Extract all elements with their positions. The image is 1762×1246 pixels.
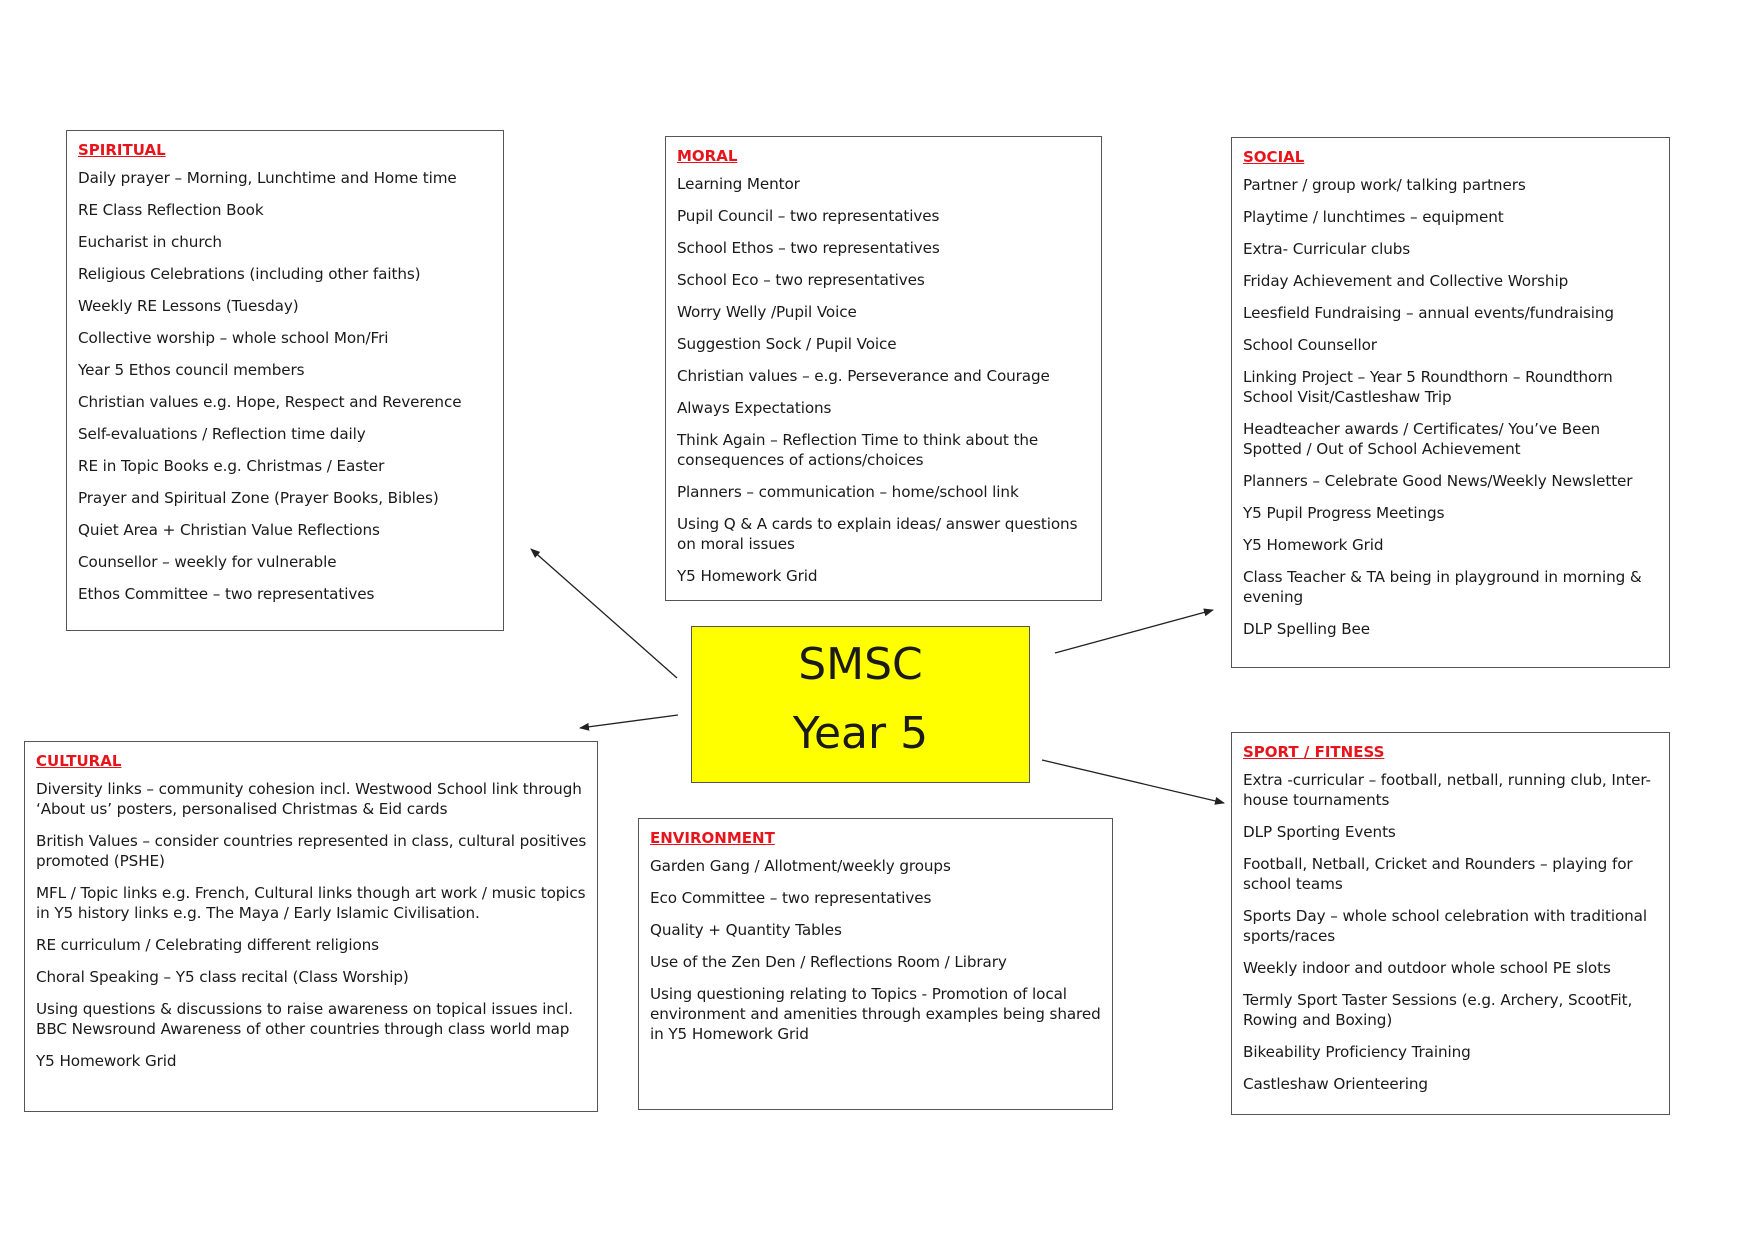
list-item: Self-evaluations / Reflection time daily [78,425,366,443]
arrow-to-sport [1041,759,1225,805]
list-item: MFL / Topic links e.g. French, Cultural … [36,884,586,922]
list-item: School Eco – two representatives [677,271,925,289]
list-item: Playtime / lunchtimes – equipment [1243,208,1504,226]
list-item: Headteacher awards / Certificates/ You’v… [1243,420,1601,458]
arrow-to-social [1054,608,1214,654]
list-item: Using questions & discussions to raise a… [36,1000,574,1038]
list-item: British Values – consider countries repr… [36,832,587,870]
list-item: Learning Mentor [677,175,800,193]
cultural-box: CULTURAL Diversity links – community coh… [24,741,598,1112]
list-item: Class Teacher & TA being in playground i… [1243,568,1642,606]
list-item: Prayer and Spiritual Zone (Prayer Books,… [78,489,439,507]
social-title: SOCIAL [1243,148,1305,166]
list-item: Sports Day – whole school celebration wi… [1243,907,1648,945]
list-item: Castleshaw Orienteering [1243,1075,1428,1093]
list-item: Use of the Zen Den / Reflections Room / … [650,953,1007,971]
list-item: Christian values e.g. Hope, Respect and … [78,393,462,411]
list-item: Leesfield Fundraising – annual events/fu… [1243,304,1614,322]
list-item: Suggestion Sock / Pupil Voice [677,335,897,353]
centre-node: SMSC Year 5 [691,626,1030,783]
centre-subtitle: Year 5 [792,708,929,759]
sport-title: SPORT / FITNESS [1243,743,1385,761]
list-item: School Ethos – two representatives [677,239,940,257]
list-item: Christian values – e.g. Perseverance and… [677,367,1050,385]
list-item: Choral Speaking – Y5 class recital (Clas… [36,968,409,986]
list-item: Collective worship – whole school Mon/Fr… [78,329,389,347]
list-item: Using Q & A cards to explain ideas/ answ… [677,515,1078,553]
list-item: Using questioning relating to Topics - P… [650,985,1101,1043]
list-item: Diversity links – community cohesion inc… [36,780,582,818]
environment-box: ENVIRONMENT Garden Gang / Allotment/week… [638,818,1113,1110]
list-item: Linking Project – Year 5 Roundthorn – Ro… [1243,368,1613,406]
list-item: Year 5 Ethos council members [78,361,305,379]
list-item: Extra- Curricular clubs [1243,240,1411,258]
arrow-to-cultural [579,714,679,731]
cultural-title: CULTURAL [36,752,122,770]
list-item: Garden Gang / Allotment/weekly groups [650,857,951,875]
list-item: Quality + Quantity Tables [650,921,842,939]
list-item: Planners – Celebrate Good News/Weekly Ne… [1243,472,1633,490]
list-item: Eco Committee – two representatives [650,889,932,907]
list-item: Y5 Homework Grid [36,1052,177,1070]
list-item: DLP Sporting Events [1243,823,1396,841]
list-item: Weekly indoor and outdoor whole school P… [1243,959,1611,977]
list-item: Friday Achievement and Collective Worshi… [1243,272,1569,290]
spiritual-list: Daily prayer – Morning, Lunchtime and Ho… [78,168,493,604]
list-item: Partner / group work/ talking partners [1243,176,1526,194]
spiritual-box: SPIRITUAL Daily prayer – Morning, Luncht… [66,130,504,631]
list-item: Planners – communication – home/school l… [677,483,1019,501]
spiritual-title: SPIRITUAL [78,141,166,159]
list-item: RE in Topic Books e.g. Christmas / Easte… [78,457,385,475]
sport-box: SPORT / FITNESS Extra -curricular – foot… [1231,732,1670,1115]
list-item: Ethos Committee – two representatives [78,585,375,603]
list-item: School Counsellor [1243,336,1377,354]
list-item: Eucharist in church [78,233,222,251]
list-item: RE Class Reflection Book [78,201,264,219]
list-item: Quiet Area + Christian Value Reflections [78,521,380,539]
list-item: Always Expectations [677,399,832,417]
arrow-to-spiritual [530,548,678,679]
list-item: Termly Sport Taster Sessions (e.g. Arche… [1243,991,1633,1029]
list-item: Daily prayer – Morning, Lunchtime and Ho… [78,169,457,187]
list-item: Football, Netball, Cricket and Rounders … [1243,855,1633,893]
social-box: SOCIAL Partner / group work/ talking par… [1231,137,1670,668]
list-item: Pupil Council – two representatives [677,207,940,225]
list-item: Counsellor – weekly for vulnerable [78,553,337,571]
cultural-list: Diversity links – community cohesion inc… [36,779,587,1071]
list-item: Y5 Homework Grid [1243,536,1384,554]
list-item: Bikeability Proficiency Training [1243,1043,1471,1061]
list-item: Worry Welly /Pupil Voice [677,303,857,321]
list-item: Think Again – Reflection Time to think a… [677,431,1039,469]
list-item: Religious Celebrations (including other … [78,265,421,283]
environment-title: ENVIRONMENT [650,829,775,847]
list-item: RE curriculum / Celebrating different re… [36,936,379,954]
moral-title: MORAL [677,147,738,165]
sport-list: Extra -curricular – football, netball, r… [1243,770,1659,1094]
centre-title: SMSC [798,639,923,690]
list-item: DLP Spelling Bee [1243,620,1371,638]
list-item: Y5 Homework Grid [677,567,818,585]
list-item: Weekly RE Lessons (Tuesday) [78,297,299,315]
list-item: Extra -curricular – football, netball, r… [1243,771,1651,809]
list-item: Y5 Pupil Progress Meetings [1243,504,1445,522]
